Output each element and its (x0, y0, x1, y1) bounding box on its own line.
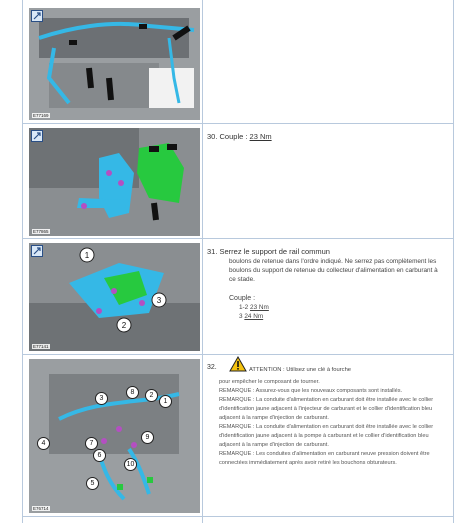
illustration-e77865[interactable]: E77865 (29, 128, 200, 236)
illustration-e77141[interactable]: 1 2 3 E77141 (29, 243, 200, 351)
zoom-icon[interactable] (31, 130, 43, 142)
callout-2: 2 (122, 321, 127, 330)
step-32-number: 32. (207, 364, 217, 371)
image-code: E77141 (32, 344, 50, 349)
zoom-icon[interactable] (31, 245, 43, 257)
row-divider (22, 123, 453, 124)
step-31-title: 31. Serrez le support de rail commun (207, 247, 330, 256)
callout-1: 1 (85, 251, 90, 260)
callout: 8 (126, 386, 139, 399)
couple-label: Couple : (229, 295, 256, 302)
illustration-e76714[interactable]: 4 3 8 2 1 7 6 9 10 5 E76714 (29, 359, 200, 513)
image-code: E76714 (32, 506, 50, 511)
step-30: 30. Couple : 23 Nm (207, 132, 272, 141)
warning-icon (229, 355, 247, 374)
note-4: REMARQUE : Les conduites d'alimentation … (219, 451, 430, 466)
step-30-text: 30. Couple : (207, 132, 250, 141)
left-border (22, 0, 23, 523)
row-divider (22, 238, 453, 239)
note-3: REMARQUE : La conduite d'alimentation en… (219, 424, 434, 448)
row-divider (22, 516, 453, 517)
callout-3: 3 (157, 296, 162, 305)
note-2: REMARQUE : La conduite d'alimentation en… (219, 397, 434, 421)
callout: 6 (93, 449, 106, 462)
torque-row: 1-2 23 Nm (239, 304, 269, 311)
column-divider (202, 0, 203, 523)
note-1: REMARQUE : Assurez-vous que les nouveaux… (219, 388, 403, 394)
callout: 5 (86, 477, 99, 490)
right-border (453, 0, 454, 523)
callout: 1 (159, 395, 172, 408)
callout: 10 (124, 458, 137, 471)
illustration-e77169[interactable]: E77169 (29, 8, 200, 120)
callout: 2 (145, 389, 158, 402)
step-31: 31. Serrez le support de rail commun bou… (207, 247, 442, 321)
torque-row: 3 24 Nm (239, 313, 264, 320)
zoom-icon[interactable] (31, 10, 43, 22)
image-code: E77865 (32, 229, 50, 234)
callout: 7 (85, 437, 98, 450)
callout: 3 (95, 392, 108, 405)
callouts-layer: 4 3 8 2 1 7 6 9 10 5 (29, 359, 200, 513)
image-code: E77169 (32, 113, 50, 118)
step-32: 32. ATTENTION : Utilisez une clé à fourc… (207, 355, 445, 468)
callout: 4 (37, 437, 50, 450)
attention-continued: pour empêcher le composant de tourner. (219, 379, 320, 385)
attention-text: ATTENTION : Utilisez une clé à fourche (249, 367, 352, 373)
step-31-description: boulons de retenue dans l'ordre indiqué.… (229, 258, 438, 283)
callout: 9 (141, 431, 154, 444)
row-divider (22, 354, 453, 355)
step-32-header: 32. ATTENTION : Utilisez une clé à fourc… (207, 355, 445, 378)
step-30-torque: 23 Nm (249, 132, 272, 141)
